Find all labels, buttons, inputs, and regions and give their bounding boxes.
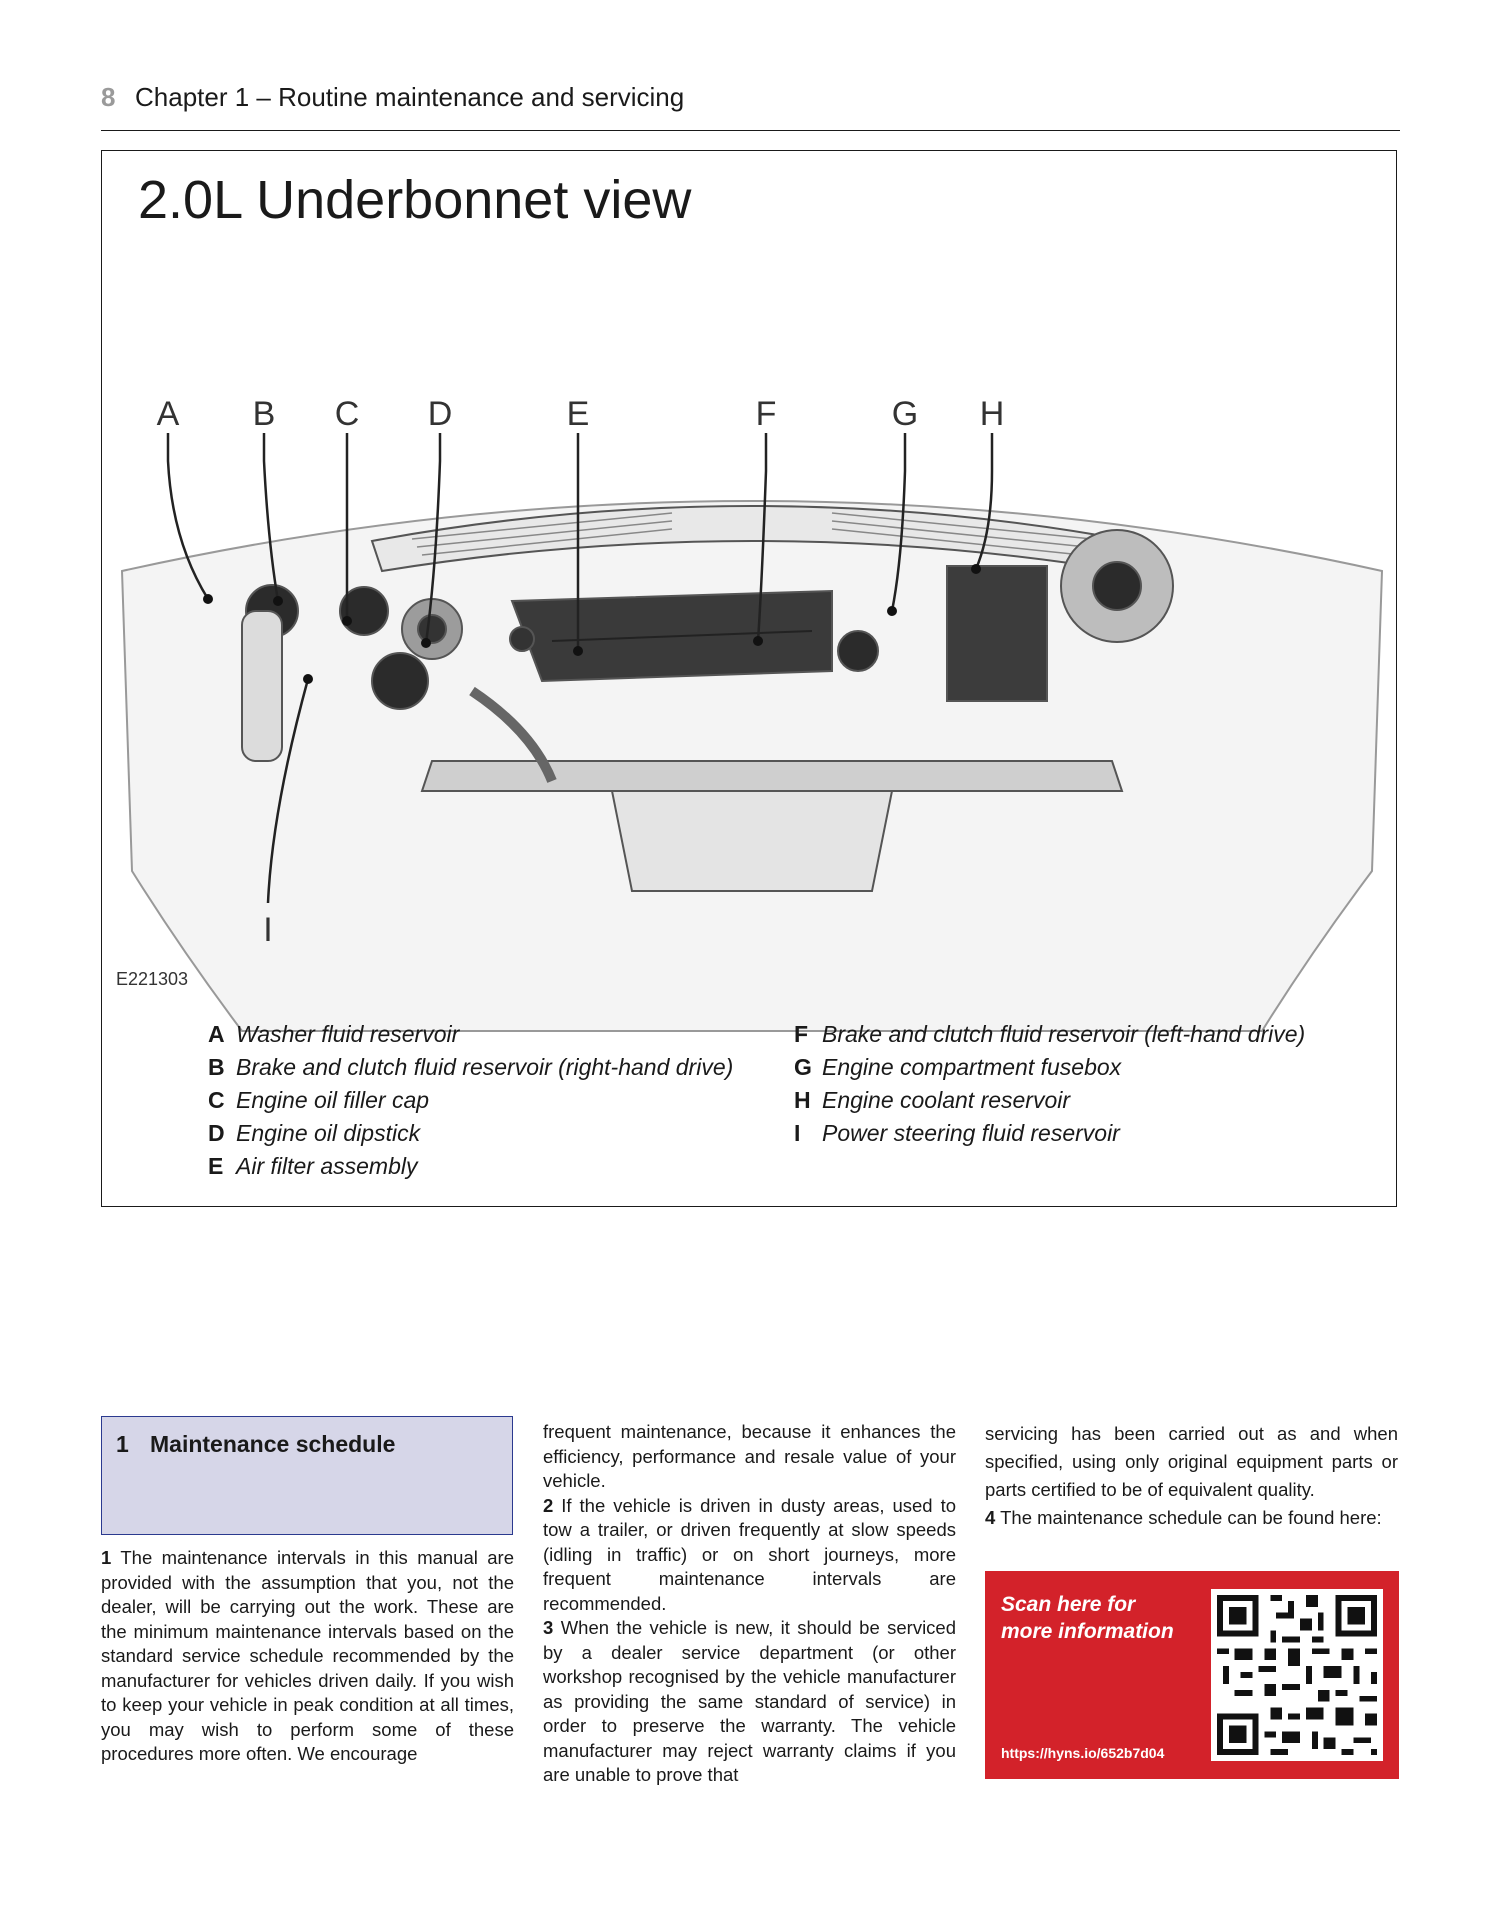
callout-D: D [428,395,453,433]
chapter-title: Chapter 1 – Routine maintenance and serv… [135,82,685,112]
paragraph: frequent maintenance, because it enhance… [543,1421,956,1491]
callout-A: A [157,395,180,433]
page-header: 8 Chapter 1 – Routine maintenance and se… [101,78,1400,131]
scan-prompt: Scan here for more information [1001,1593,1174,1643]
text-column-2: frequent maintenance, because it enhance… [543,1420,956,1788]
callout-H: H [980,395,1005,433]
callout-B: B [253,395,276,433]
qr-code-icon[interactable] [1211,1589,1383,1761]
callout-I: I [263,911,272,949]
qr-info-panel[interactable]: Scan here for more information https://h… [985,1571,1399,1779]
qr-url-link[interactable]: https://hyns.io/652b7d04 [1001,1745,1165,1761]
callout-G: G [892,395,918,433]
underbonnet-figure: 2.0L Underbonnet view [101,150,1397,1207]
paragraph: 2 If the vehicle is driven in dusty area… [543,1494,957,1614]
paragraph: 1 The maintenance intervals in this manu… [101,1547,514,1764]
section-title: Maintenance schedule [150,1431,396,1457]
callout-F: F [756,395,777,433]
paragraph: 3 When the vehicle is new, it should be … [543,1617,957,1785]
paragraph: servicing has been carried out as and wh… [985,1423,1398,1500]
callout-C: C [335,395,360,433]
engine-bay-illustration: A B C D E F G H I [112,311,1392,1131]
section-number: 1 [116,1431,129,1457]
page-number: 8 [101,82,116,112]
text-column-1: 1 The maintenance intervals in this manu… [101,1546,514,1767]
callout-E: E [567,395,590,433]
text-column-3: servicing has been carried out as and wh… [985,1420,1398,1532]
figure-reference-code: E221303 [116,969,189,989]
paragraph: 4 The maintenance schedule can be found … [985,1507,1382,1528]
section-heading: 1 Maintenance schedule [101,1416,513,1535]
figure-title: 2.0L Underbonnet view [138,170,692,230]
